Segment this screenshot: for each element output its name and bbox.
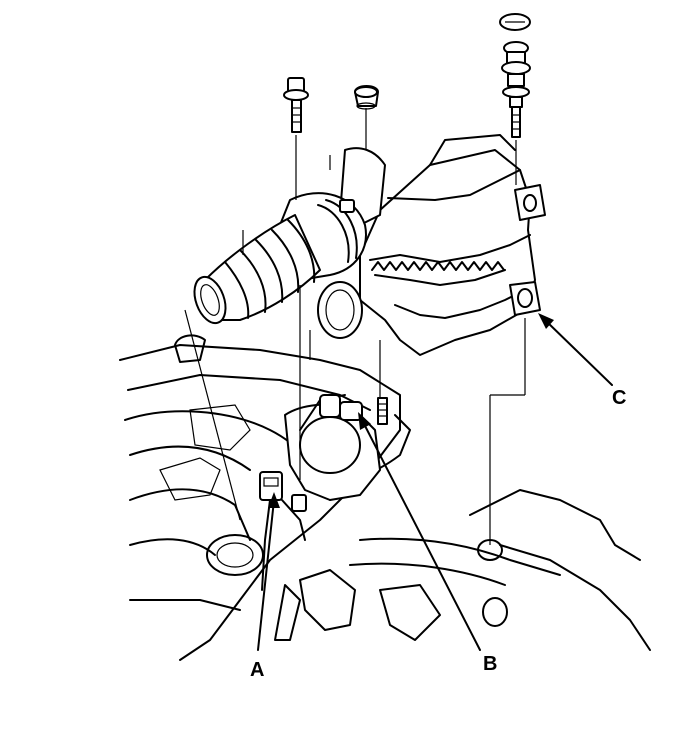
intake-hose (193, 147, 386, 325)
fastener-bolt-left (283, 77, 309, 133)
fastener-stack-right (499, 13, 531, 138)
gasket-ring (317, 281, 363, 339)
leader-a (257, 492, 280, 651)
alignment-lines (184, 108, 526, 545)
callout-a-label: A (250, 659, 264, 681)
stud-bolt (377, 397, 388, 425)
fastener-grommet-middle (354, 85, 379, 110)
air-cleaner-housing (359, 134, 546, 356)
callout-c-label: C (612, 387, 626, 409)
engine-compartment (119, 334, 651, 661)
intake-housing-lower (284, 394, 381, 501)
leader-b (358, 412, 481, 651)
leader-c (538, 313, 613, 386)
connector-a (259, 471, 307, 591)
callout-b-label: B (483, 653, 497, 675)
